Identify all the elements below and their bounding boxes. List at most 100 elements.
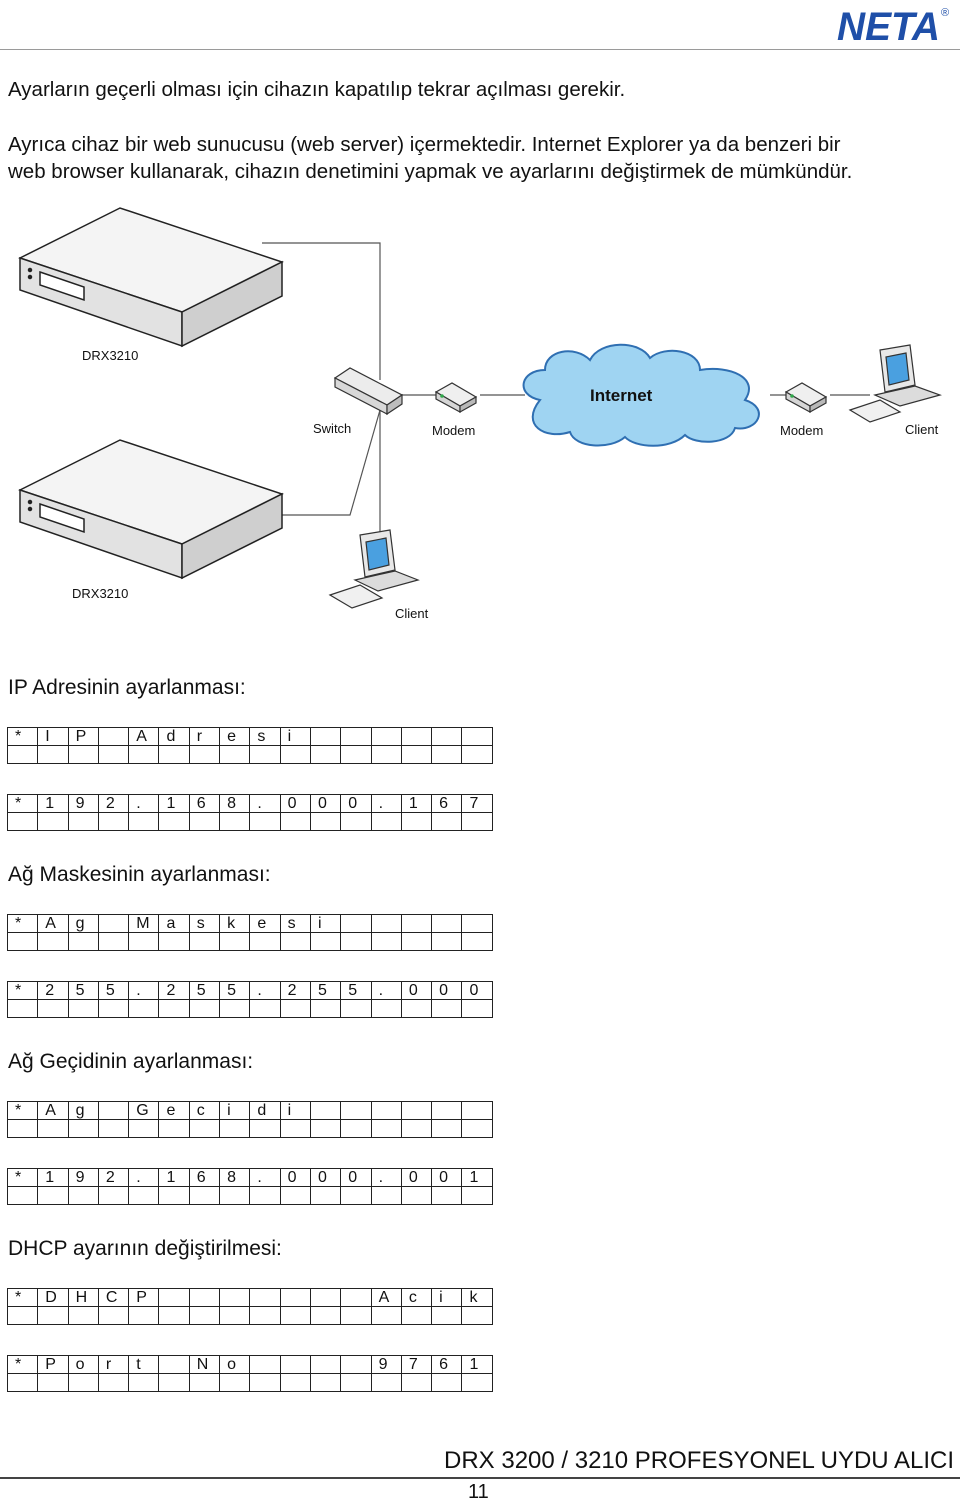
lcd-cell	[309, 1186, 342, 1205]
lcd-cell	[6, 1119, 39, 1138]
lcd-cell	[461, 1306, 493, 1325]
lcd-cell: .	[370, 1168, 402, 1187]
lcd-cell: 1	[158, 1168, 190, 1187]
lcd-cell	[97, 1186, 130, 1205]
lcd-cell	[6, 812, 39, 831]
client-right-label: Client	[905, 422, 939, 437]
lcd-cell	[37, 1186, 69, 1205]
lcd-cell: 7	[461, 794, 493, 813]
lcd-cell: s	[279, 914, 311, 933]
lcd-cell: 5	[67, 981, 99, 1000]
lcd-cell: 6	[188, 794, 221, 813]
lcd-cell	[340, 1306, 372, 1325]
lcd-cell	[249, 812, 281, 831]
lcd-cell	[219, 932, 251, 951]
lcd-cell	[279, 1355, 311, 1374]
lcd-cell: k	[219, 914, 251, 933]
lcd-cell	[6, 1373, 39, 1392]
lcd-cell	[6, 999, 39, 1018]
lcd-cell	[461, 932, 493, 951]
lcd-cell	[309, 1101, 342, 1120]
lcd-cell	[128, 1373, 160, 1392]
lcd-cell: 0	[340, 794, 372, 813]
lcd-cell	[37, 1306, 69, 1325]
lcd-cell	[158, 1306, 190, 1325]
lcd-cell	[188, 745, 221, 764]
lcd-cell	[400, 727, 433, 746]
lcd-cell: 6	[188, 1168, 221, 1187]
lcd-cell	[461, 999, 493, 1018]
lcd-cell	[370, 745, 402, 764]
lcd-cell	[128, 999, 160, 1018]
lcd-cell	[128, 932, 160, 951]
lcd-cell: 0	[461, 981, 493, 1000]
lcd-cell: g	[67, 1101, 99, 1120]
lcd-cell	[461, 727, 493, 746]
lcd-cell	[431, 1373, 463, 1392]
lcd-cell	[370, 727, 402, 746]
lcd-cell: *	[6, 981, 39, 1000]
lcd-cell	[188, 999, 221, 1018]
lcd-cell	[188, 1186, 221, 1205]
lcd-cell: 1	[37, 1168, 69, 1187]
lcd-cell	[158, 999, 190, 1018]
lcd-cell	[249, 1288, 281, 1307]
lcd-cell	[309, 1355, 342, 1374]
lcd-cell: d	[249, 1101, 281, 1120]
lcd-cell	[249, 1186, 281, 1205]
lcd-cell: i	[279, 727, 311, 746]
lcd-cell	[309, 1119, 342, 1138]
lcd-cell: e	[158, 1101, 190, 1120]
lcd-cell: *	[6, 794, 39, 813]
internet-cloud-icon	[522, 343, 760, 447]
lcd-cell: 1	[461, 1355, 493, 1374]
lcd-cell: .	[249, 1168, 281, 1187]
lcd-cell: 2	[97, 794, 130, 813]
lcd-cell	[249, 745, 281, 764]
lcd-row	[6, 999, 493, 1018]
switch-label: Switch	[313, 421, 351, 436]
lcd-cell: 1	[461, 1168, 493, 1187]
lcd-cell: 0	[309, 794, 342, 813]
lcd-cell: t	[128, 1355, 160, 1374]
lcd-cell	[340, 745, 372, 764]
lcd-cell	[37, 745, 69, 764]
lcd-row	[6, 932, 493, 951]
lcd-cell: P	[128, 1288, 160, 1307]
lcd-cell: A	[37, 1101, 69, 1120]
lcd-cell	[400, 914, 433, 933]
lcd-cell: 5	[340, 981, 372, 1000]
lcd-cell	[340, 727, 372, 746]
lcd-cell	[219, 1373, 251, 1392]
lcd-cell	[279, 999, 311, 1018]
lcd-cell	[461, 914, 493, 933]
lcd-cell	[67, 1119, 99, 1138]
lcd-cell	[188, 812, 221, 831]
lcd-cell	[370, 812, 402, 831]
lcd-cell: 5	[219, 981, 251, 1000]
lcd-cell: g	[67, 914, 99, 933]
lcd-cell: P	[67, 727, 99, 746]
cable-bottom-receiver	[262, 409, 381, 516]
lcd-cell	[431, 999, 463, 1018]
lcd-cell	[370, 1101, 402, 1120]
lcd-cell	[279, 745, 311, 764]
lcd-cell: 9	[67, 1168, 99, 1187]
lcd-cell: 2	[158, 981, 190, 1000]
lcd-cell	[158, 1288, 190, 1307]
lcd-cell: .	[370, 794, 402, 813]
lcd-cell	[370, 932, 402, 951]
lcd-cell	[340, 914, 372, 933]
lcd-cell	[461, 745, 493, 764]
modem-right-label: Modem	[780, 423, 823, 438]
lcd-cell	[158, 812, 190, 831]
lcd-cell	[340, 1288, 372, 1307]
lcd-cell	[461, 1119, 493, 1138]
lcd-cell: A	[128, 727, 160, 746]
lcd-cell: i	[219, 1101, 251, 1120]
